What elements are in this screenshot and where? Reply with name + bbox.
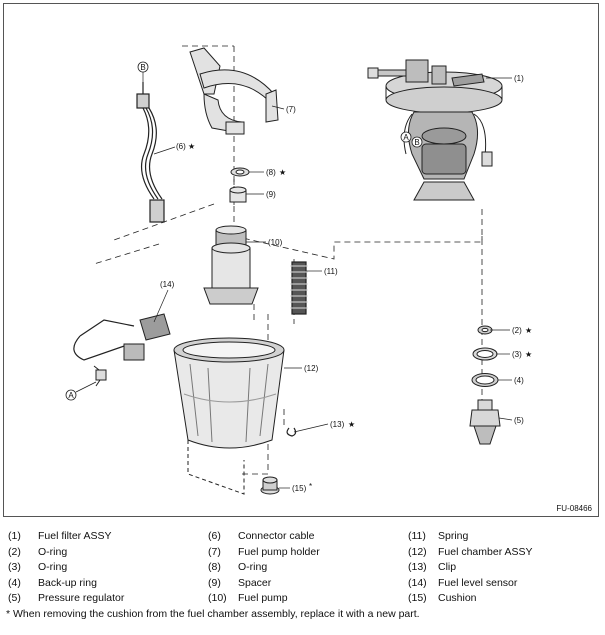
svg-text:B: B (414, 138, 419, 147)
legend-item: (14)Fuel level sensor (408, 576, 518, 589)
connector-mark-a-filter: A (400, 131, 412, 143)
leader-lines (142, 72, 513, 489)
callout-2-star: ★ (525, 326, 532, 335)
legend-item: (13)Clip (408, 561, 457, 573)
callout-11: (11) (324, 267, 338, 276)
legend-item: (10)Fuel pump (208, 592, 288, 604)
svg-text:A: A (68, 391, 74, 400)
cushion-drawing (260, 476, 280, 495)
callout-13: (13) (330, 420, 345, 429)
callout-4: (4) (514, 376, 524, 385)
exploded-parts-diagram: B B A A (1) (2) ★ (3) ★ (4) (5) (6) ★ (7… (65, 45, 532, 495)
o-ring-8-drawing (230, 167, 250, 177)
connector-mark-a-sensor: A (65, 389, 77, 401)
svg-text:B: B (140, 63, 145, 72)
callout-5: (5) (514, 416, 524, 425)
callout-6-star: ★ (188, 142, 195, 151)
legend-item: (12)Fuel chamber ASSY (408, 545, 533, 558)
legend-item: (15)Cushion (408, 592, 477, 604)
callout-7: (7) (286, 105, 296, 114)
o-ring-2-drawing (477, 325, 493, 335)
callout-9: (9) (266, 190, 276, 199)
fuel-pump-holder-drawing (189, 47, 279, 135)
legend-item: (4)Back-up ring (8, 576, 97, 589)
callout-13-star: ★ (348, 420, 355, 429)
backup-ring-4-drawing (471, 373, 499, 387)
o-ring-3-drawing (472, 347, 498, 361)
legend-item: (3)O-ring (8, 561, 68, 573)
callout-3: (3) (512, 350, 522, 359)
callout-15: (15) (292, 484, 307, 493)
parts-legend: (1)Fuel filter ASSY (2)O-ring (3)O-ring … (8, 529, 598, 609)
callout-2: (2) (512, 326, 522, 335)
legend-item: (7)Fuel pump holder (208, 545, 320, 558)
legend-item: (8)O-ring (208, 561, 268, 573)
replacement-note: * When removing the cushion from the fue… (6, 608, 420, 620)
connector-cable-drawing (136, 82, 165, 223)
svg-text:A: A (403, 133, 409, 142)
diagram-frame: B B A A (1) (2) ★ (3) ★ (4) (5) (6) ★ (7… (3, 3, 599, 517)
callout-15-star: * (309, 482, 312, 491)
legend-item: (11)Spring (408, 530, 469, 542)
fuel-level-sensor-drawing (73, 313, 171, 387)
pressure-regulator-5-drawing (469, 399, 501, 445)
connector-mark-b: B (137, 61, 149, 73)
legend-item: (2)O-ring (8, 545, 68, 558)
fuel-filter-pipe-ends (367, 67, 493, 167)
callout-12: (12) (304, 364, 319, 373)
figure-code: FU-08466 (556, 504, 592, 513)
callout-8-star: ★ (279, 168, 286, 177)
legend-item: (6)Connector cable (208, 530, 315, 542)
callout-6: (6) (176, 142, 186, 151)
callout-1: (1) (514, 74, 524, 83)
fuel-chamber-assy-drawing (173, 337, 285, 495)
connector-mark-b-filter: B (411, 136, 423, 148)
legend-item: (5)Pressure regulator (8, 592, 125, 604)
legend-item: (9)Spacer (208, 576, 272, 589)
callout-labels: (1) (2) ★ (3) ★ (4) (5) (6) ★ (7) (8) ★ … (160, 74, 532, 493)
sensor-lead-to-a (75, 381, 97, 393)
spring-drawing (290, 261, 308, 315)
fuel-pump-drawing (203, 225, 259, 305)
fuel-filter-assy-drawing (375, 59, 503, 201)
legend-item: (1)Fuel filter ASSY (8, 530, 112, 542)
callout-8: (8) (266, 168, 276, 177)
clip-drawing (286, 427, 297, 437)
callout-14: (14) (160, 280, 175, 289)
spacer-9-drawing (229, 186, 247, 203)
callout-10: (10) (268, 238, 283, 247)
callout-3-star: ★ (525, 350, 532, 359)
